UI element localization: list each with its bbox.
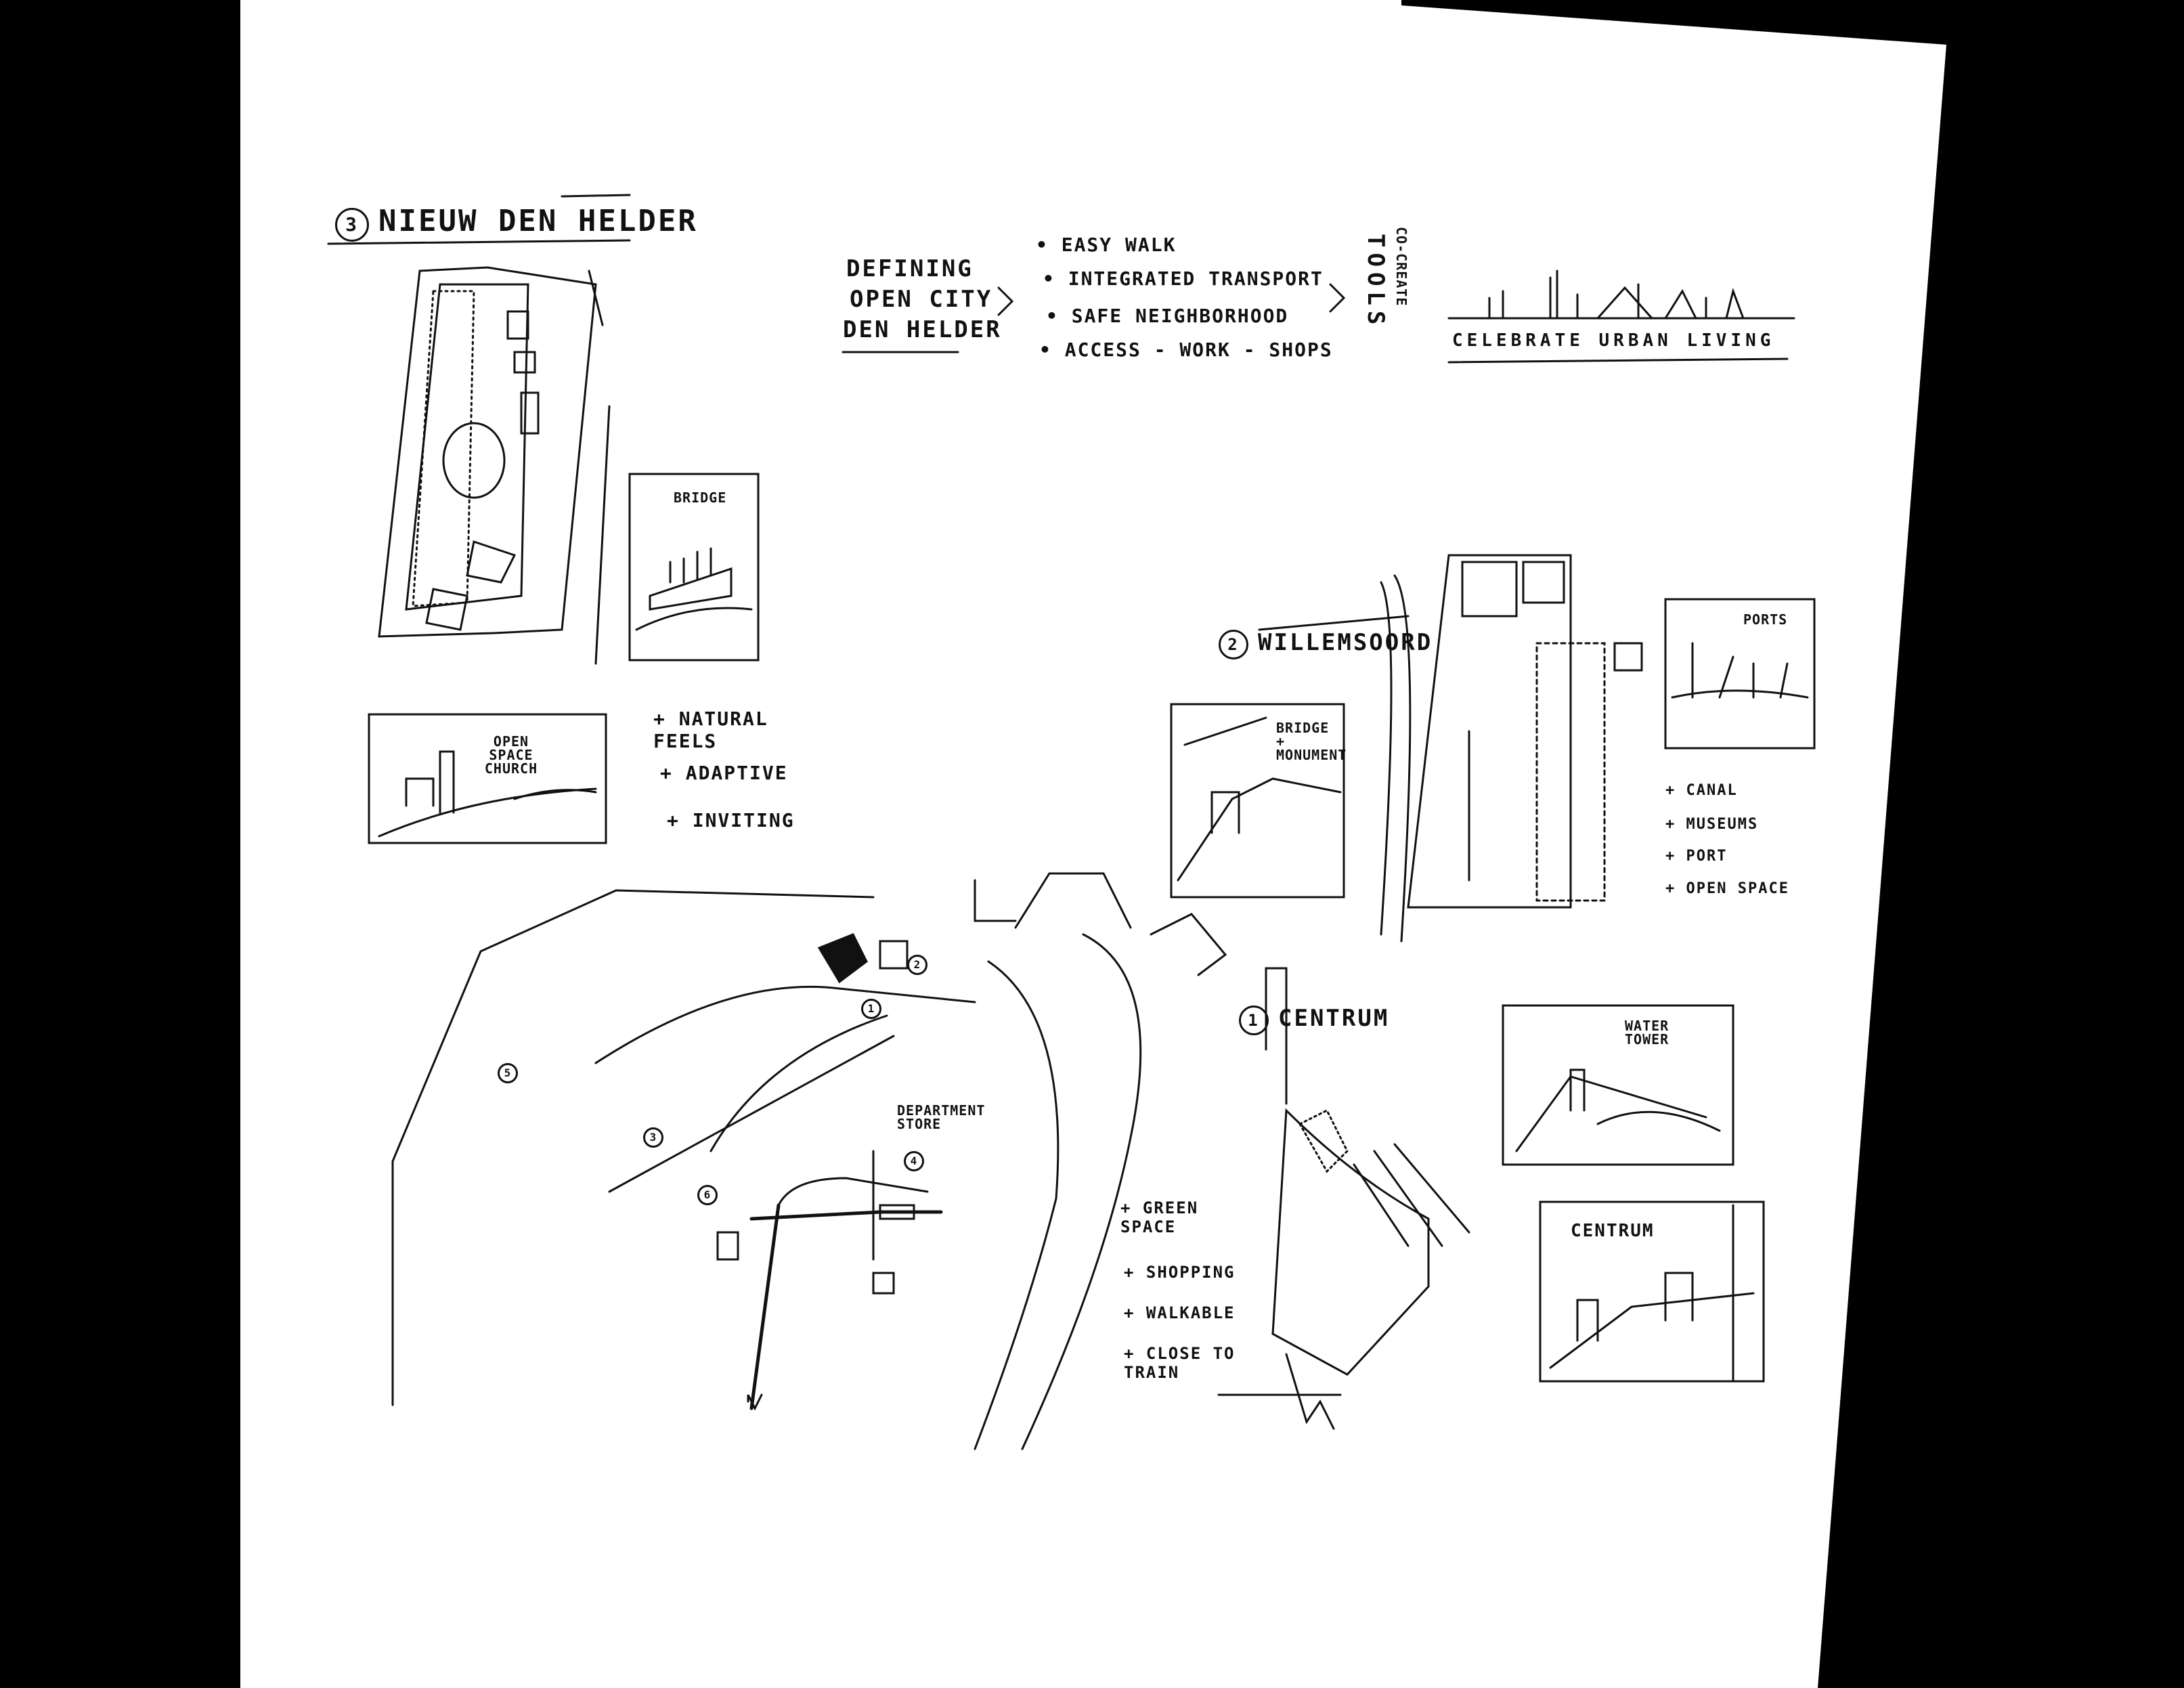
defining-line-1: DEFINING <box>846 255 974 282</box>
celebrate-urban-living: CELEBRATE URBAN LIVING <box>1452 330 1775 351</box>
map-marker-4: 4 <box>904 1151 924 1171</box>
site-plan-willemsoord <box>1258 554 1643 943</box>
feature-shopping: + SHOPPING <box>1124 1263 1236 1282</box>
feature-green-space: + GREEN SPACE <box>1120 1198 1199 1236</box>
bullet-safe-neighborhood: • SAFE NEIGHBORHOOD <box>1046 305 1289 327</box>
section-number-2: 2 <box>1219 630 1248 659</box>
feature-walkable: + WALKABLE <box>1124 1303 1236 1322</box>
site-plan-centrum <box>1217 967 1470 1430</box>
tools-label: TOOLS <box>1362 234 1389 330</box>
feature-port: + PORT <box>1665 848 1728 865</box>
map-marker-6: 6 <box>697 1185 718 1205</box>
ports-sketch <box>1664 598 1816 750</box>
section-number-3: 3 <box>335 208 369 242</box>
section-number-1: 1 <box>1239 1005 1269 1035</box>
title-underline-3 <box>327 239 631 245</box>
feature-close-to-train: + CLOSE TO TRAIN <box>1124 1344 1236 1382</box>
skyline-sketch <box>1447 269 1795 364</box>
feature-open-space: + OPEN SPACE <box>1665 880 1789 897</box>
town-map <box>391 872 1227 1450</box>
feature-natural-feels: + NATURAL FEELS <box>653 708 768 752</box>
water-tower-label: WATER TOWER <box>1625 1018 1669 1047</box>
map-marker-2: 2 <box>907 955 927 975</box>
ports-label: PORTS <box>1743 611 1788 628</box>
department-store-label: DEPARTMENT STORE <box>897 1102 986 1132</box>
church-sketch <box>368 713 607 844</box>
defining-line-2: OPEN CITY <box>850 286 993 313</box>
bullet-easy-walk: • EASY WALK <box>1036 234 1177 256</box>
feature-museums: + MUSEUMS <box>1665 816 1759 833</box>
bridge-sketch <box>628 473 760 662</box>
defining-line-3: DEN HELDER <box>843 316 1002 343</box>
feature-inviting: + INVITING <box>667 809 795 831</box>
map-marker-5: 5 <box>498 1063 518 1083</box>
feature-canal: + CANAL <box>1665 782 1738 799</box>
centrum-sketch-label: CENTRUM <box>1571 1221 1655 1241</box>
cocreate-label: CO-CREATE <box>1393 227 1410 307</box>
map-marker-3: 3 <box>643 1127 663 1148</box>
water-tower-sketch <box>1502 1004 1734 1166</box>
bullet-access-work-shops: • ACCESS - WORK - SHOPS <box>1039 339 1333 361</box>
church-label: OPEN SPACE CHURCH <box>484 733 538 777</box>
bullet-integrated-transport: • INTEGRATED TRANSPORT <box>1043 267 1324 290</box>
bridge-label: BRIDGE <box>674 490 727 506</box>
feature-adaptive: + ADAPTIVE <box>660 762 788 784</box>
site-plan-nieuw-den-helder <box>378 266 611 665</box>
arrow-2 <box>1329 283 1346 313</box>
centrum-sketch <box>1539 1200 1765 1383</box>
map-marker-1: 1 <box>861 999 881 1019</box>
bridge-monument-sketch <box>1170 703 1345 899</box>
bridge-monument-label: BRIDGE + MONUMENT <box>1276 720 1347 763</box>
arrow-1 <box>997 286 1014 316</box>
